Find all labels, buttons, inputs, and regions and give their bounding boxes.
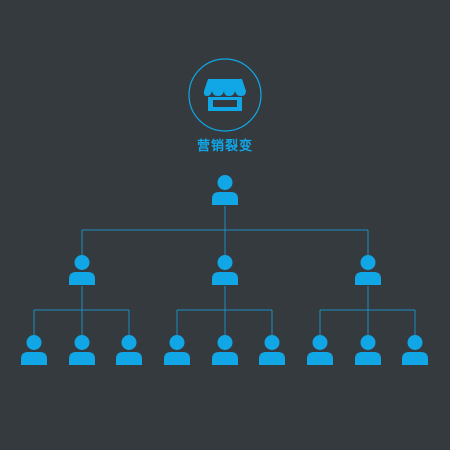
person-icon-leaf-2	[69, 335, 95, 365]
person-icon-leaf-5	[212, 335, 238, 365]
person-icon-leaf-8	[355, 335, 381, 365]
person-icon-root	[212, 175, 238, 205]
person-icon-level1-middle	[212, 255, 238, 285]
storefront-ring	[188, 58, 262, 132]
diagram-title: 营销裂变	[197, 138, 253, 154]
person-icon-leaf-4	[164, 335, 190, 365]
person-nodes	[21, 175, 428, 365]
person-icon-level1-left	[69, 255, 95, 285]
person-icon-leaf-1	[21, 335, 47, 365]
person-icon-leaf-3	[116, 335, 142, 365]
person-icon-leaf-9	[402, 335, 428, 365]
person-icon-leaf-7	[307, 335, 333, 365]
storefront-icon	[203, 79, 246, 111]
person-icon-leaf-6	[259, 335, 285, 365]
connector-lines	[33, 206, 416, 335]
person-icon-level1-right	[355, 255, 381, 285]
header: 营销裂变	[188, 58, 262, 154]
